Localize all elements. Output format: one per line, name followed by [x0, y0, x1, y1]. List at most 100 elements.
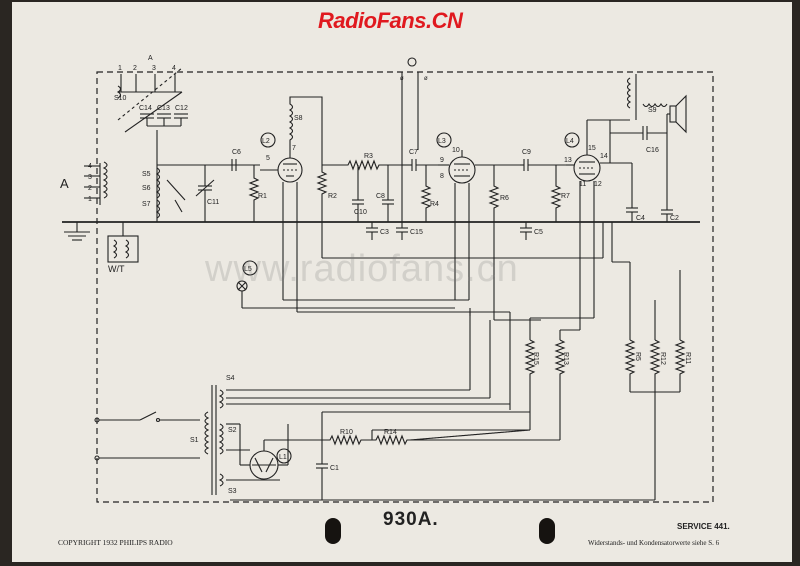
r7-resistor [550, 165, 562, 222]
c3-capacitor [366, 222, 378, 240]
r6-label: R6 [500, 195, 509, 202]
s9-transformer [626, 74, 668, 120]
s5-coil [155, 167, 161, 187]
r12-label: R12 [659, 352, 666, 365]
ant-tap-2: 2 [88, 185, 92, 192]
s8-coil [288, 96, 323, 150]
s6-coil [155, 185, 161, 199]
r12-resistor [649, 339, 661, 385]
r2-label: R2 [328, 193, 337, 200]
c10-label: C10 [354, 209, 367, 216]
dial-mark-left: ø [400, 76, 404, 82]
c4-capacitor [626, 163, 638, 222]
copyright-text: COPYRIGHT 1932 PHILIPS RADIO [58, 538, 173, 547]
c12-label: C12 [175, 105, 188, 112]
c3-label: C3 [380, 229, 389, 236]
l2-badge [260, 132, 276, 148]
r13-resistor [554, 339, 566, 400]
l1-badge [276, 448, 292, 464]
r10-label: R10 [340, 429, 353, 436]
pin10-label: 10 [452, 147, 460, 154]
band-switch-1: 1 [118, 65, 122, 72]
c5-label: C5 [534, 229, 543, 236]
c1-label: C1 [330, 465, 339, 472]
pin13-label: 13 [564, 157, 572, 164]
r2-resistor [316, 150, 328, 222]
band-switch [116, 67, 183, 133]
tube-l3 [438, 150, 476, 300]
c2-label: C2 [670, 215, 679, 222]
ant-tap-1: 1 [88, 196, 92, 203]
r5-label: R5 [634, 352, 641, 361]
watermark-center: www.radiofans.cn [205, 248, 519, 290]
c14-label: C14 [139, 105, 152, 112]
c6-capacitor [231, 159, 237, 171]
c2-capacitor [661, 200, 673, 222]
s5-label: S5 [142, 171, 151, 178]
l4-badge [564, 132, 580, 148]
speaker-icon [669, 94, 687, 134]
pin5-label: 5 [266, 155, 270, 162]
pin15-label: 15 [588, 145, 596, 152]
c11-variable-cap [195, 165, 215, 222]
s3-label: S3 [228, 488, 237, 495]
c6-label: C6 [232, 149, 241, 156]
c7-capacitor [402, 159, 438, 171]
mains-input [94, 411, 200, 461]
pin12-label: 12 [594, 181, 602, 188]
r11-resistor [674, 339, 686, 385]
s10-label: S10 [114, 95, 127, 102]
pin9-label: 9 [440, 157, 444, 164]
r11-label: R11 [684, 352, 691, 364]
c11-label: C11 [207, 199, 219, 206]
values-note: Widerstands- und Kondensatorwerte siehe … [588, 539, 720, 547]
l3-badge [436, 132, 452, 148]
s6-label: S6 [142, 185, 151, 192]
c8-capacitor [382, 165, 394, 222]
pilot-lamp-icon [236, 280, 455, 309]
band-switch-4: 4 [172, 65, 176, 72]
l2-label: L2 [262, 138, 270, 145]
binder-hole-right [539, 518, 555, 544]
band-switch-3: 3 [152, 65, 156, 72]
wt-label: W/T [108, 264, 125, 274]
r4-label: R4 [430, 201, 439, 208]
s7-label: S7 [142, 201, 151, 208]
service-number: SERVICE 441. [677, 522, 730, 531]
s8-label: S8 [294, 115, 303, 122]
r7-label: R7 [561, 193, 570, 200]
watermark-top: RadioFans.CN [318, 8, 463, 33]
r10-resistor [322, 434, 372, 446]
dial-mark-right: ø [424, 76, 428, 82]
r3-label: R3 [364, 153, 373, 160]
s9-label: S9 [648, 107, 657, 114]
ant-tap-4: 4 [88, 163, 92, 170]
c1-capacitor [316, 412, 328, 500]
model-number: 930A. [383, 509, 439, 530]
c10-capacitor [352, 165, 364, 222]
band-switch-2: 2 [133, 65, 137, 72]
c15-capacitor [396, 222, 408, 240]
s1-label: S1 [190, 437, 199, 444]
binder-hole-left [325, 518, 341, 544]
r3-resistor [322, 159, 402, 171]
chassis-outline [96, 71, 714, 503]
c13-label: C13 [157, 105, 170, 112]
band-switch-a: A [148, 55, 153, 62]
c9-label: C9 [522, 149, 531, 156]
pin8-label: 8 [440, 173, 444, 180]
wt-coil [107, 222, 139, 263]
l1-label: L1 [279, 454, 287, 461]
r15-label: R15 [532, 352, 539, 365]
c8-label: C8 [376, 193, 385, 200]
l4-label: L4 [566, 138, 574, 145]
rectifier-l1 [239, 424, 289, 480]
antenna-input: A [60, 161, 108, 241]
l5-badge [242, 260, 258, 276]
c9-capacitor [520, 159, 566, 171]
ant-tap-3: 3 [88, 174, 92, 181]
power-transformer [204, 385, 224, 495]
r1-label: R1 [258, 193, 267, 200]
s4-label: S4 [226, 375, 235, 382]
tube-l2 [260, 148, 303, 222]
